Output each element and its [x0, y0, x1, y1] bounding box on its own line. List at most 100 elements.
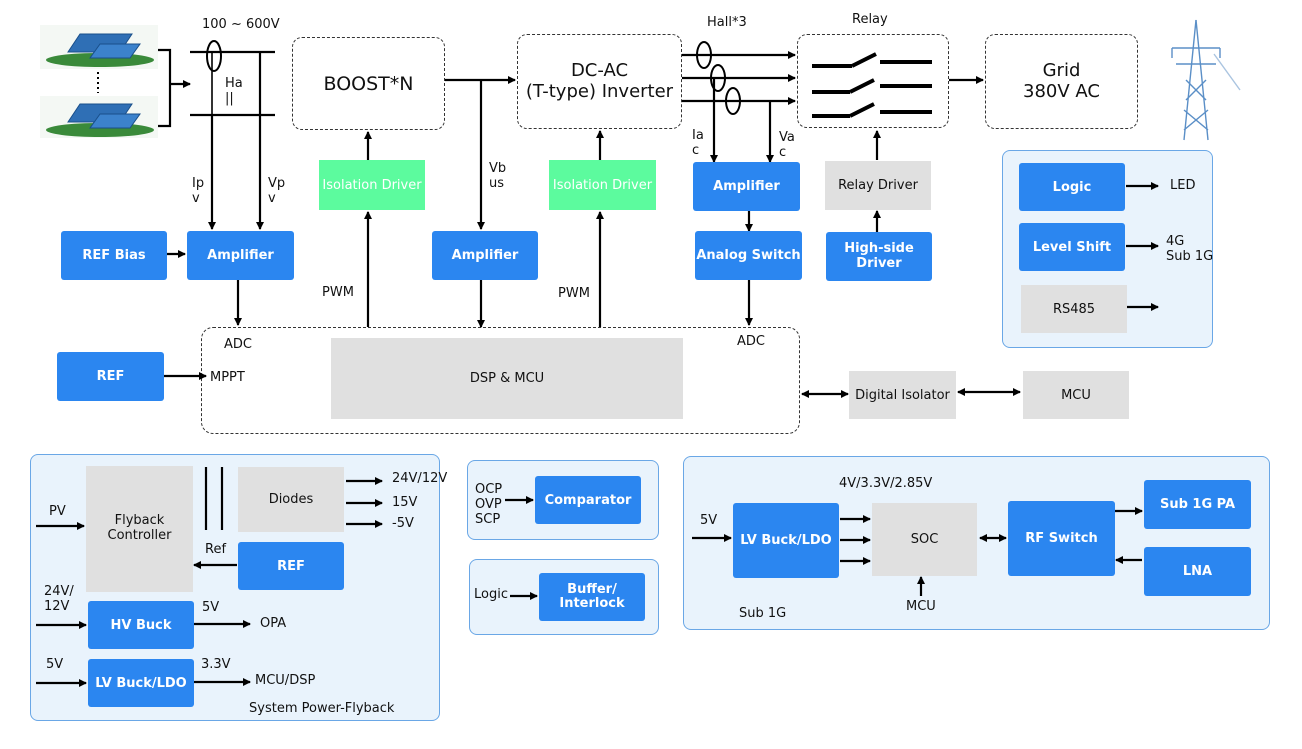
comparator-block: Comparator: [535, 476, 641, 524]
analog-switch-block: Analog Switch: [695, 231, 802, 280]
in-5v-label: 5V: [46, 657, 64, 672]
out-5v-label: 5V: [202, 600, 220, 615]
amplifier-ac-label: Amplifier: [713, 179, 780, 194]
vac-label: Va c: [779, 130, 795, 160]
boost-block: BOOST*N: [292, 37, 445, 130]
lv-buck-block: LV Buck/LDO: [88, 659, 194, 707]
relay-driver-label: Relay Driver: [838, 178, 918, 193]
opa-label: OPA: [260, 616, 287, 631]
amplifier-vbus: Amplifier: [432, 231, 538, 280]
flyback-ref-block: REF: [238, 542, 344, 590]
buffer-interlock-label: Buffer/ Interlock: [559, 581, 625, 611]
digital-isolator-label: Digital Isolator: [855, 387, 950, 403]
adc2-label: ADC: [737, 334, 765, 349]
ocp-ovp-scp-label: OCP OVP SCP: [475, 482, 503, 527]
out-15v-label: 15V: [392, 495, 418, 510]
sub1g-lv-buck-block: LV Buck/LDO: [733, 503, 839, 578]
iac-label: Ia c: [692, 128, 704, 158]
sub1g-pa-label: Sub 1G PA: [1159, 497, 1236, 512]
rs485-label: RS485: [1052, 301, 1096, 317]
rails-label: 4V/3.3V/2.85V: [839, 476, 933, 491]
isolation-driver-1-label: Isolation Driver: [322, 177, 422, 193]
ref-arrow-label: Ref: [205, 542, 227, 557]
pv-label: PV: [49, 504, 66, 519]
mppt-label: MPPT: [210, 370, 245, 385]
solar-panel-icon: [40, 25, 158, 69]
ref-label: REF: [96, 369, 125, 384]
amplifier-pv: Amplifier: [187, 231, 294, 280]
hall-sensor-icon: [696, 41, 712, 69]
lna-block: LNA: [1144, 547, 1251, 596]
hall-sensor-icon: [725, 87, 741, 115]
out-3v3-label: 3.3V: [201, 657, 231, 672]
relay-label: Relay: [852, 12, 888, 27]
flyback-controller-block: Flyback Controller: [86, 466, 193, 592]
rs485-block: RS485: [1021, 285, 1127, 333]
relay-driver-block: Relay Driver: [825, 161, 931, 210]
adc1-label: ADC: [224, 337, 252, 352]
hv-buck-block: HV Buck: [88, 601, 194, 649]
solar-panel-icon: [40, 96, 158, 138]
mcu-block: MCU: [1023, 371, 1129, 419]
pwm1-label: PWM: [322, 285, 354, 300]
hall-sensor-icon: [710, 64, 726, 92]
isolation-driver-2-label: Isolation Driver: [552, 177, 653, 193]
logic-in-label: Logic: [474, 587, 508, 602]
hv-buck-label: HV Buck: [110, 617, 172, 633]
rf-switch-label: RF Switch: [1025, 531, 1098, 546]
logic-block: Logic: [1019, 163, 1125, 211]
isolation-driver-1: Isolation Driver: [319, 160, 425, 210]
lv-buck-label: LV Buck/LDO: [95, 675, 187, 691]
ref-bias-block: REF Bias: [61, 231, 167, 280]
dcac-label: DC-AC (T-type) Inverter: [525, 59, 674, 102]
dsp-mcu-block: DSP & MCU: [331, 338, 683, 419]
hall-sensor-icon: [206, 40, 222, 72]
grid-block: Grid 380V AC: [985, 34, 1138, 129]
grid-label: Grid 380V AC: [1023, 59, 1100, 102]
isolation-driver-2: Isolation Driver: [549, 160, 656, 210]
rf-switch-block: RF Switch: [1008, 501, 1115, 576]
ipv-label: Ip v: [192, 176, 205, 206]
amplifier-pv-label: Amplifier: [207, 248, 274, 263]
analog-switch-label: Analog Switch: [696, 248, 801, 263]
out-neg5v-label: -5V: [392, 516, 414, 531]
level-shift-label: Level Shift: [1032, 239, 1112, 255]
switch-icon: [812, 52, 932, 118]
digital-isolator-block: Digital Isolator: [849, 371, 956, 419]
4g-sub1g-label: 4G Sub 1G: [1166, 234, 1214, 264]
boost-label: BOOST*N: [323, 72, 414, 95]
high-side-driver-label: High-side Driver: [844, 241, 914, 271]
dcac-block: DC-AC (T-type) Inverter: [517, 34, 682, 129]
diodes-label: Diodes: [268, 492, 314, 507]
mcu-dsp-label: MCU/DSP: [255, 673, 316, 688]
sub1g-pa-block: Sub 1G PA: [1144, 480, 1251, 529]
voltage-range-label: 100 ~ 600V: [202, 17, 280, 32]
vbus-label: Vb us: [489, 161, 507, 191]
high-side-driver-block: High-side Driver: [826, 232, 932, 281]
lna-label: LNA: [1182, 564, 1213, 579]
sub1g-in-5v-label: 5V: [700, 513, 718, 528]
sub1g-panel-title: Sub 1G: [739, 606, 787, 621]
in-24v12v-label: 24V/ 12V: [44, 584, 74, 614]
soc-block: SOC: [872, 503, 977, 576]
hall3-label: Hall*3: [707, 15, 747, 30]
flyback-ref-label: REF: [277, 558, 305, 574]
buffer-interlock-block: Buffer/ Interlock: [539, 573, 645, 621]
ref-block: REF: [57, 352, 164, 401]
power-tower-icon: [1171, 19, 1241, 141]
flyback-controller-label: Flyback Controller: [107, 513, 172, 543]
flyback-panel-title: System Power-Flyback: [249, 701, 395, 716]
level-shift-block: Level Shift: [1019, 223, 1125, 271]
soc-label: SOC: [910, 532, 939, 547]
mcu-label: MCU: [1061, 387, 1091, 403]
hall-label: Ha ||: [225, 76, 243, 106]
out-24v12v-label: 24V/12V: [392, 471, 448, 486]
led-label: LED: [1170, 178, 1196, 193]
sub1g-mcu-label: MCU: [906, 599, 936, 614]
diodes-block: Diodes: [238, 467, 344, 532]
ref-bias-label: REF Bias: [82, 248, 146, 263]
vpv-label: Vp v: [268, 176, 286, 206]
amplifier-ac: Amplifier: [693, 162, 800, 211]
dsp-mcu-label: DSP & MCU: [469, 371, 545, 386]
